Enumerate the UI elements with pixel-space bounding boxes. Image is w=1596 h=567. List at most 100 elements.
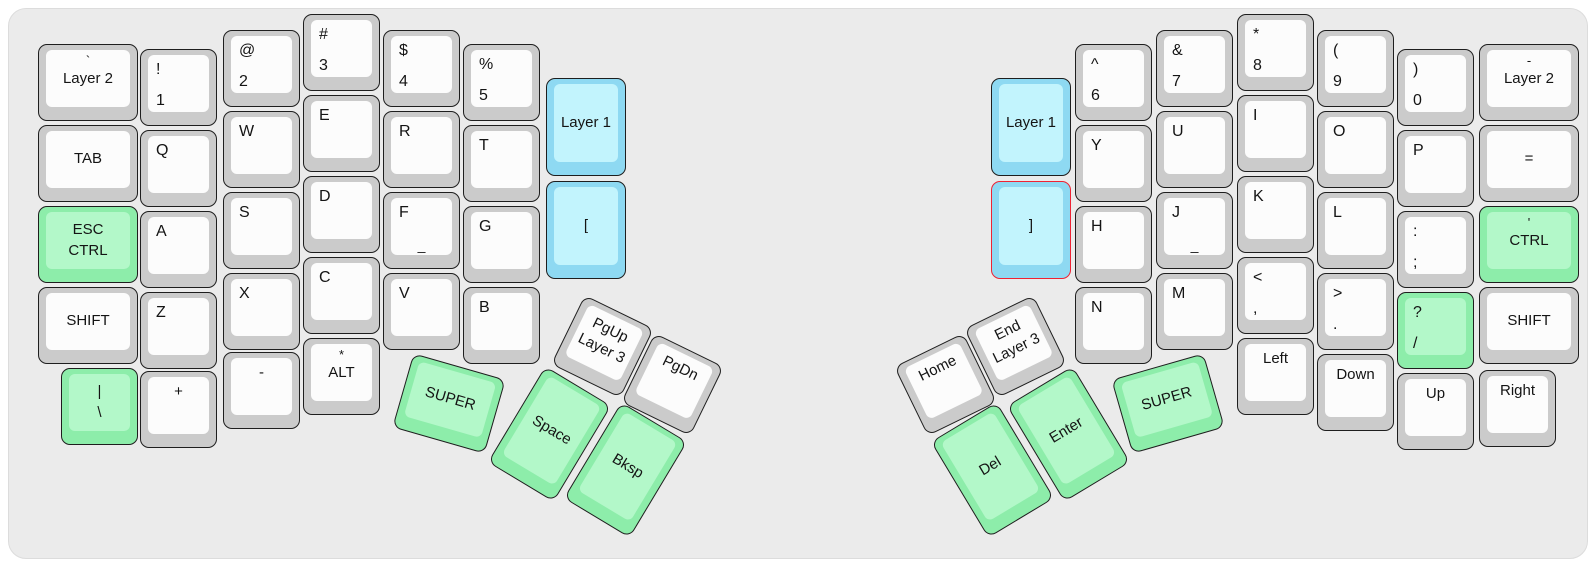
key-legend: & <box>1172 42 1183 59</box>
key-caret-6[interactable]: ^6 <box>1075 44 1152 121</box>
key-question-slash[interactable]: ?/ <box>1397 292 1474 369</box>
key-s[interactable]: S <box>223 192 300 269</box>
key-l[interactable]: L <box>1317 192 1394 269</box>
key-tab[interactable]: TAB <box>38 125 138 202</box>
key-paren-0[interactable]: )0 <box>1397 49 1474 126</box>
keytop-surface: SHIFT <box>46 293 130 350</box>
key-t[interactable]: T <box>463 125 540 202</box>
keytop-surface: SUPER <box>403 361 497 439</box>
key-c[interactable]: C <box>303 257 380 334</box>
key-f[interactable]: F_ <box>383 192 460 269</box>
keytop-surface: Right <box>1487 376 1548 433</box>
key-super-left[interactable]: SUPER <box>392 353 506 454</box>
keytop-surface: >. <box>1325 279 1386 336</box>
key-legend: | <box>97 383 102 401</box>
keytop-surface: K <box>1245 182 1306 239</box>
key-arrow-down[interactable]: Down <box>1317 354 1394 431</box>
key-x[interactable]: X <box>223 273 300 350</box>
key-hash-3[interactable]: #3 <box>303 14 380 91</box>
keytop-surface: ?/ <box>1405 298 1466 355</box>
key-a[interactable]: A <box>140 211 217 288</box>
key-arrow-right[interactable]: Right <box>1479 370 1556 447</box>
key-legend: M <box>1172 285 1186 302</box>
key-y[interactable]: Y <box>1075 125 1152 202</box>
keytop-surface: L <box>1325 198 1386 255</box>
key-q[interactable]: Q <box>140 130 217 207</box>
key-legend: O <box>1333 123 1346 140</box>
key-legend: = <box>1524 150 1534 168</box>
key-right-bracket[interactable]: ] <box>991 181 1071 279</box>
keytop-surface: Left <box>1245 344 1306 401</box>
key-d[interactable]: D <box>303 176 380 253</box>
key-exclam-1[interactable]: !1 <box>140 49 217 126</box>
key-layer2-right[interactable]: -Layer 2 <box>1479 44 1579 121</box>
key-at-2[interactable]: @2 <box>223 30 300 107</box>
key-legend: 6 <box>1091 87 1100 105</box>
key-legend: T <box>479 137 489 154</box>
key-legend: ; <box>1413 254 1418 272</box>
key-super-right[interactable]: SUPER <box>1111 353 1225 454</box>
key-v[interactable]: V <box>383 273 460 350</box>
key-layer2-left[interactable]: `Layer 2 <box>38 44 138 121</box>
keytop-surface: -Layer 2 <box>1487 50 1571 107</box>
keytop-surface: X <box>231 279 292 336</box>
key-shift-right[interactable]: SHIFT <box>1479 287 1579 364</box>
keytop-surface: SUPER <box>1120 361 1214 439</box>
key-legend: Enter <box>1046 413 1086 447</box>
keytop-surface: P <box>1405 136 1466 193</box>
key-layer1-right[interactable]: Layer 1 <box>991 78 1071 176</box>
key-legend: $ <box>399 42 408 59</box>
key-p[interactable]: P <box>1397 130 1474 207</box>
key-r[interactable]: R <box>383 111 460 188</box>
key-legend: # <box>319 26 328 43</box>
keytop-surface: C <box>311 263 372 320</box>
key-b[interactable]: B <box>463 287 540 364</box>
key-o[interactable]: O <box>1317 111 1394 188</box>
key-left-bracket[interactable]: [ <box>546 181 626 279</box>
keytop-surface: <, <box>1245 263 1306 320</box>
key-amp-7[interactable]: &7 <box>1156 30 1233 107</box>
keytop-surface: TAB <box>46 131 130 188</box>
key-u[interactable]: U <box>1156 111 1233 188</box>
key-quote-ctrl[interactable]: 'CTRL <box>1479 206 1579 283</box>
key-layer1-left[interactable]: Layer 1 <box>546 78 626 176</box>
key-legend: \ <box>97 403 102 421</box>
key-e[interactable]: E <box>303 95 380 172</box>
key-paren-9[interactable]: (9 <box>1317 30 1394 107</box>
key-plus[interactable]: + <box>140 371 217 448</box>
key-star-alt[interactable]: *ALT <box>303 338 380 415</box>
key-i[interactable]: I <box>1237 95 1314 172</box>
key-pipe-backslash[interactable]: |\ <box>61 368 138 445</box>
keytop-surface: R <box>391 117 452 174</box>
key-legend: I <box>1253 107 1258 124</box>
key-legend: Y <box>1091 137 1102 154</box>
key-legend: L <box>1333 204 1342 221</box>
key-star-8[interactable]: *8 <box>1237 14 1314 91</box>
key-g[interactable]: G <box>463 206 540 283</box>
key-legend: + <box>174 383 183 400</box>
key-h[interactable]: H <box>1075 206 1152 283</box>
key-m[interactable]: M <box>1156 273 1233 350</box>
key-k[interactable]: K <box>1237 176 1314 253</box>
key-arrow-left[interactable]: Left <box>1237 338 1314 415</box>
keytop-surface: *8 <box>1245 20 1306 77</box>
key-minus[interactable]: - <box>223 352 300 429</box>
key-lt-comma[interactable]: <, <box>1237 257 1314 334</box>
key-legend: Q <box>156 142 169 159</box>
key-n[interactable]: N <box>1075 287 1152 364</box>
key-j[interactable]: J_ <box>1156 192 1233 269</box>
key-equals[interactable]: = <box>1479 125 1579 202</box>
key-shift-left[interactable]: SHIFT <box>38 287 138 364</box>
key-arrow-up[interactable]: Up <box>1397 373 1474 450</box>
key-percent-5[interactable]: %5 <box>463 44 540 121</box>
key-w[interactable]: W <box>223 111 300 188</box>
keytop-surface: = <box>1487 131 1571 188</box>
keytop-surface: I <box>1245 101 1306 158</box>
key-colon-semi[interactable]: :; <box>1397 211 1474 288</box>
key-dollar-4[interactable]: $4 <box>383 30 460 107</box>
key-gt-period[interactable]: >. <box>1317 273 1394 350</box>
key-z[interactable]: Z <box>140 292 217 369</box>
key-legend: 5 <box>479 87 488 105</box>
